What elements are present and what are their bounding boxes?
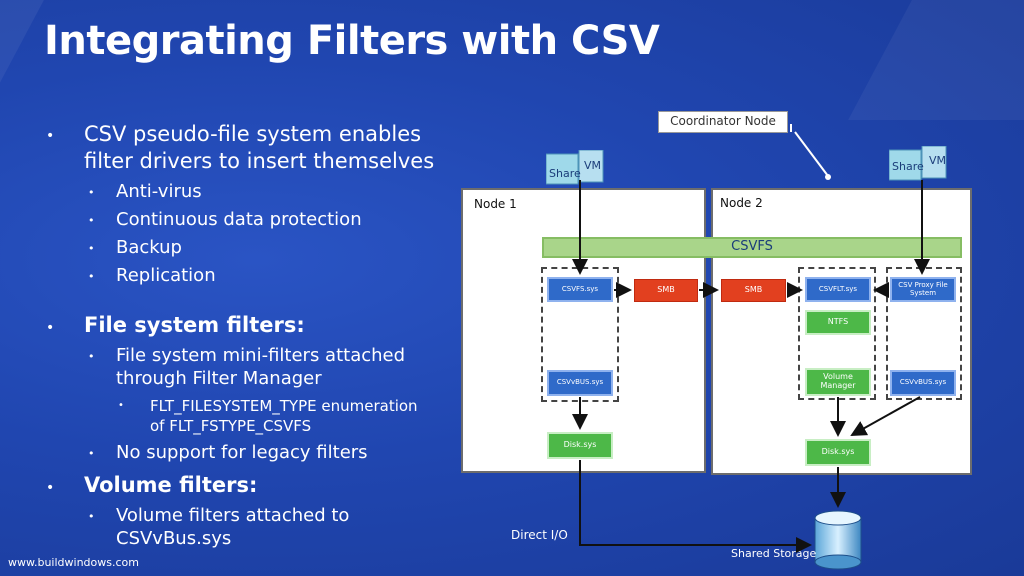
node-2-disk: Disk.sys [805, 439, 871, 466]
shared-storage-icon [814, 510, 862, 570]
decorative-band [0, 0, 44, 90]
bullet-text: Replication [116, 265, 216, 286]
slide-title: Integrating Filters with CSV [44, 18, 660, 64]
node-2-ntfs: NTFS [805, 310, 871, 335]
bullet-text: through Filter Manager [116, 368, 322, 389]
node-2-volume-manager: Volume Manager [805, 368, 871, 396]
bullet-dot: • [46, 480, 55, 496]
share-label: Share [549, 167, 581, 180]
bullet-dot: • [88, 350, 95, 363]
node-2-csvflt: CSVFLT.sys [805, 277, 871, 302]
footer-url: www.buildwindows.com [8, 556, 139, 569]
bullet-text: File system filters: [84, 313, 305, 337]
bullet-text: Continuous data protection [116, 209, 362, 230]
bullet-text: CSV pseudo-file system enables [84, 122, 422, 146]
csvfs-bar: CSVFS [542, 237, 962, 258]
direct-io-label: Direct I/O [511, 528, 568, 542]
node-2-csvvbus: CSVvBUS.sys [890, 370, 956, 396]
bullet-text: Backup [116, 237, 182, 258]
bullet-text: Anti-virus [116, 181, 202, 202]
node-1-csvfs-sys: CSVFS.sys [547, 277, 613, 302]
share-vm-icon [889, 146, 947, 181]
share-label: Share [892, 160, 924, 173]
bullet-dot: • [88, 186, 95, 199]
bullet-text: No support for legacy filters [116, 442, 368, 463]
bullet-text: CSVvBus.sys [116, 528, 232, 549]
node-1-label: Node 1 [474, 197, 517, 211]
coordinator-node-label: Coordinator Node [658, 111, 788, 133]
node-2-label: Node 2 [720, 196, 763, 210]
bullet-dot: • [88, 242, 95, 255]
bullet-text: File system mini-filters attached [116, 345, 406, 366]
bullet-dot: • [118, 400, 124, 411]
share-vm-icon [546, 150, 604, 185]
bullet-text: of FLT_FSTYPE_CSVFS [150, 417, 312, 435]
bullet-dot: • [88, 270, 95, 283]
bullet-dot: • [46, 320, 55, 336]
node-2-csv-proxy: CSV Proxy File System [890, 277, 956, 302]
decorative-band [848, 0, 1024, 120]
bullet-dot: • [88, 447, 95, 460]
shared-storage-label: Shared Storage [731, 547, 817, 560]
node-1-smb: SMB [634, 279, 698, 302]
bullet-dot: • [88, 214, 95, 227]
node-1-csvvbus: CSVvBUS.sys [547, 370, 613, 396]
bullet-text: Volume filters attached to [116, 505, 350, 526]
node-1-disk: Disk.sys [547, 432, 613, 459]
vm-label: VM [929, 154, 947, 167]
vm-label: VM [584, 159, 602, 172]
bullet-dot: • [88, 510, 95, 523]
node-2-smb: SMB [721, 279, 786, 302]
bullet-dot: • [46, 128, 55, 144]
bullet-text: FLT_FILESYSTEM_TYPE enumeration [150, 397, 418, 415]
bullet-text: Volume filters: [84, 473, 258, 497]
bullet-text: filter drivers to insert themselves [84, 149, 435, 173]
